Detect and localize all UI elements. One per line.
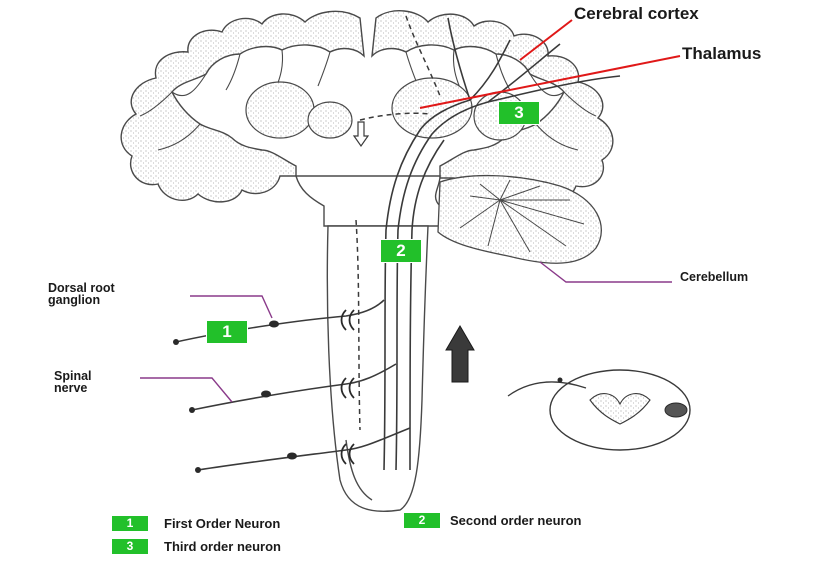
legend-text-first: First Order Neuron [164,516,280,531]
first-order-badge: 1 [206,320,248,344]
spinal-cord [327,226,428,511]
legend-text-third: Third order neuron [164,539,281,554]
cerebellum-label: Cerebellum [680,271,748,284]
spinal-nerve-pointer [140,378,232,402]
brainstem-spinal-cord [296,176,440,511]
legend-badge-first: 1 [112,516,148,531]
midline-arrow-icon [354,122,368,146]
thalamus-label: Thalamus [682,44,761,64]
legend-badge-second: 2 [404,513,440,528]
second-order-badge: 2 [380,239,422,263]
ganglion-pointer [190,296,272,318]
legend-badge-third: 3 [112,539,148,554]
dorsal-root-label-line2: ganglion [48,294,100,307]
left-lentiform [246,82,314,138]
brainstem [296,176,440,226]
upward-arrow-icon [446,326,474,382]
deep-nuclei [246,78,526,140]
cord-cross-section [508,370,690,450]
cerebellum-pointer [540,262,672,282]
cerebral-cortex-label: Cerebral cortex [574,4,699,24]
spinal-nerve-label-line2: nerve [54,382,87,395]
third-order-badge: 3 [498,101,540,125]
left-thalamus-medial [308,102,352,138]
cerebellum [438,176,601,264]
legend-text-second: Second order neuron [450,513,581,528]
right-thalamus [392,78,472,138]
